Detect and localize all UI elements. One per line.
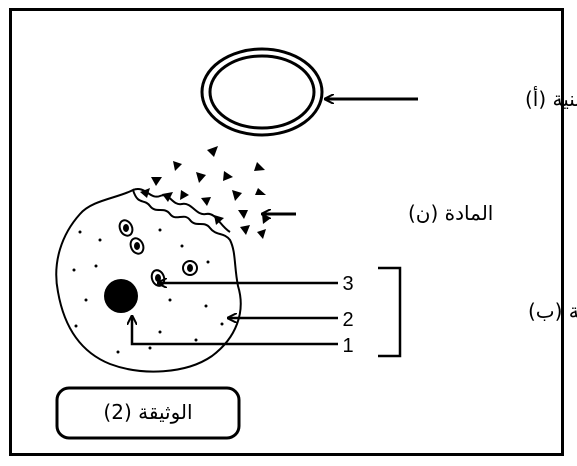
label-structure-b: البنية (ب)	[528, 299, 577, 323]
bracket-structure-b	[378, 266, 402, 358]
pointer-number-3: 3	[342, 273, 353, 295]
cell	[55, 187, 242, 373]
nucleus	[104, 279, 138, 313]
document-label: الوثيقة (2)	[103, 400, 192, 424]
structure-a-vesicle	[200, 47, 324, 137]
label-substance-n: المادة (ن)	[408, 201, 493, 225]
pointer-line-1	[132, 316, 338, 346]
pointer-number-1: 1	[342, 335, 353, 357]
document-frame	[9, 8, 564, 456]
label-structure-a: البنية (أ)	[525, 86, 577, 111]
substance-n-particles	[140, 146, 271, 239]
document-label-box	[55, 386, 241, 440]
internal-vesicles	[118, 219, 198, 287]
pointer-number-2: 2	[342, 309, 353, 331]
cytoplasm-dots	[72, 228, 224, 354]
